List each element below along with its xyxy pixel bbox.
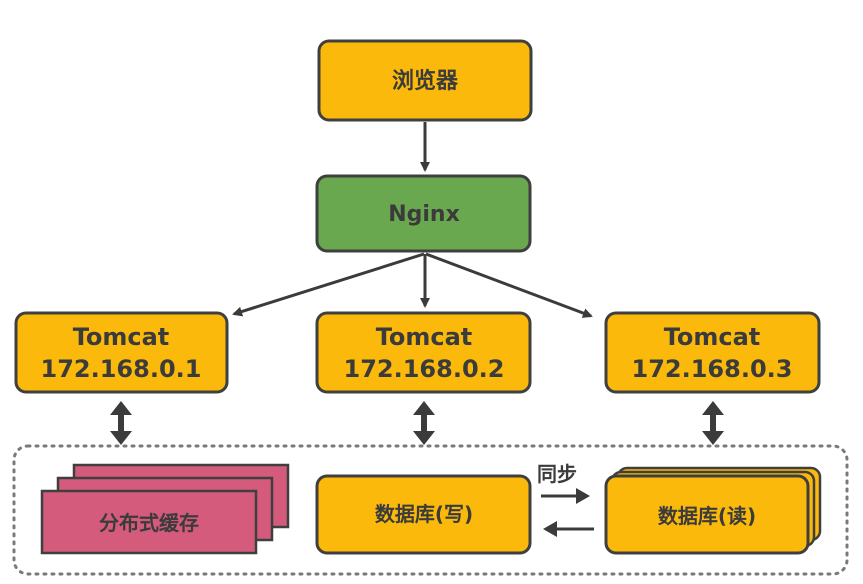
storage-container: [12, 444, 849, 576]
sync-left-arrow: [543, 521, 594, 537]
cache-stack: 分布式缓存: [40, 463, 290, 555]
tomcat-node-2: Tomcat 172.168.0.2: [315, 311, 532, 394]
tomcat3-ip: 172.168.0.3: [632, 355, 793, 383]
browser-label: 浏览器: [392, 68, 459, 94]
arrow-nginx-to-tomcat3: [425, 252, 593, 318]
db-read-stack: 数据库(读): [604, 466, 822, 555]
double-arrow-2: [413, 401, 435, 445]
browser-node: 浏览器: [317, 39, 533, 122]
sync-right-arrow: [541, 488, 590, 504]
tomcat2-ip: 172.168.0.2: [344, 355, 505, 383]
double-arrow-1: [110, 401, 132, 445]
db-write-label: 数据库(写): [375, 502, 473, 526]
tomcat2-name: Tomcat: [376, 323, 473, 351]
tomcat3-name: Tomcat: [664, 323, 761, 351]
cache-label: 分布式缓存: [99, 511, 199, 535]
db-read-label: 数据库(读): [658, 504, 756, 528]
double-arrow-3: [702, 401, 724, 445]
tomcat-node-1: Tomcat 172.168.0.1: [14, 311, 229, 394]
nginx-node: Nginx: [315, 174, 532, 253]
arrow-nginx-to-tomcat1: [232, 252, 425, 317]
sync-label: 同步: [537, 462, 577, 486]
tomcat1-ip: 172.168.0.1: [41, 355, 202, 383]
tomcat-node-3: Tomcat 172.168.0.3: [604, 311, 821, 394]
db-write-node: 数据库(写): [315, 474, 532, 555]
nginx-label: Nginx: [388, 202, 460, 227]
tomcat1-name: Tomcat: [73, 323, 170, 351]
